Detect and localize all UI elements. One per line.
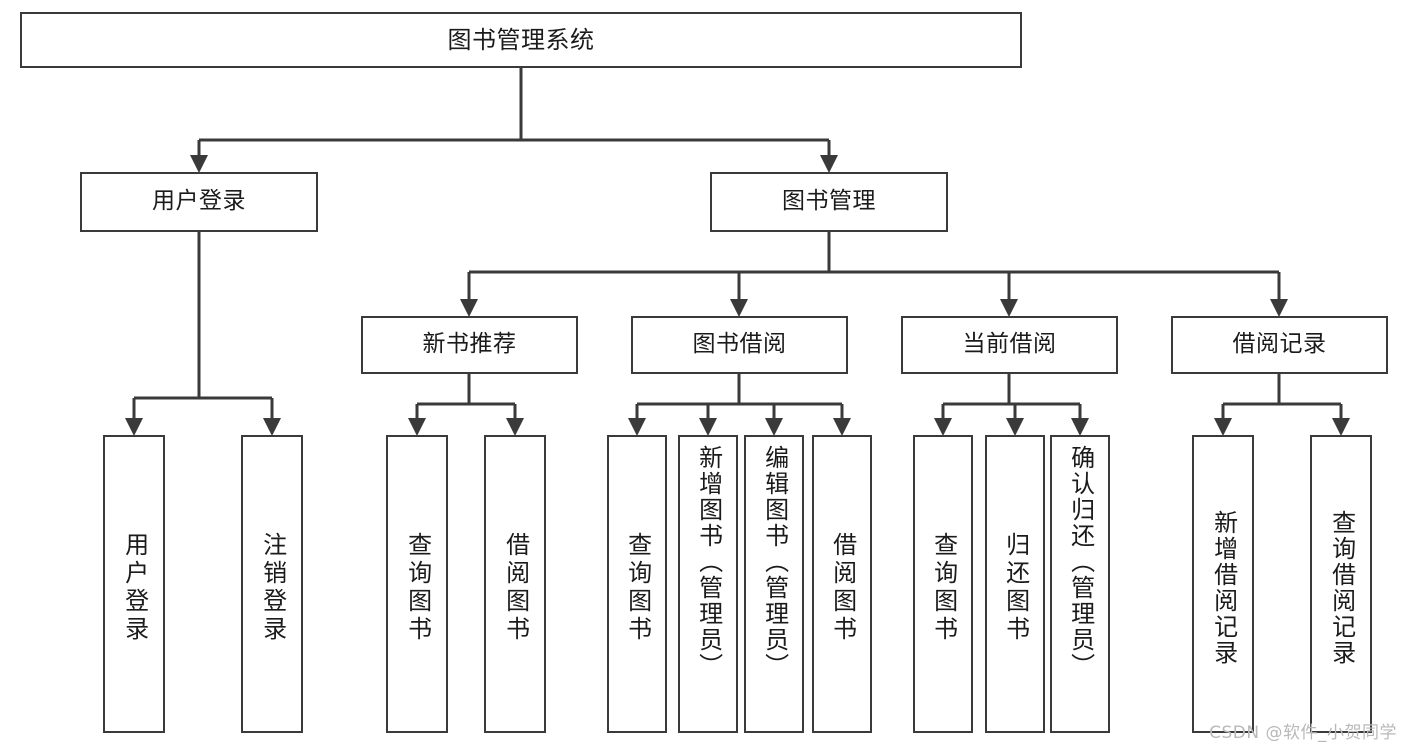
node-leaf-query-book-borrow-label: 查询图书 <box>623 532 652 644</box>
node-leaf-edit-book[interactable]: 编辑图书（管理员） <box>744 435 804 733</box>
node-leaf-query-book-recommend-label: 查询图书 <box>403 532 432 644</box>
node-leaf-confirm-return-label: 确认归还（管理员） <box>1066 445 1095 679</box>
node-leaf-query-book-current-label: 查询图书 <box>929 532 958 644</box>
node-leaf-add-borrow-record-label: 新增借阅记录 <box>1209 510 1238 666</box>
csdn-watermark: CSDN @软件_小贺同学 <box>1209 723 1397 743</box>
node-book-management[interactable]: 图书管理 <box>710 172 948 232</box>
node-leaf-query-book-recommend[interactable]: 查询图书 <box>386 435 448 733</box>
node-leaf-return-book[interactable]: 归还图书 <box>985 435 1045 733</box>
node-new-book-recommend[interactable]: 新书推荐 <box>361 316 578 374</box>
node-leaf-query-book-borrow[interactable]: 查询图书 <box>607 435 667 733</box>
node-borrow-record[interactable]: 借阅记录 <box>1171 316 1388 374</box>
node-user-login-label: 用户登录 <box>152 188 246 215</box>
node-leaf-borrow-book-label: 借阅图书 <box>828 532 857 644</box>
node-user-login[interactable]: 用户登录 <box>80 172 318 232</box>
node-leaf-logout[interactable]: 注销登录 <box>241 435 303 733</box>
node-root[interactable]: 图书管理系统 <box>20 12 1022 68</box>
node-leaf-user-login-label: 用户登录 <box>120 532 149 644</box>
node-root-label: 图书管理系统 <box>447 25 595 54</box>
node-book-management-label: 图书管理 <box>782 188 876 215</box>
node-leaf-add-borrow-record[interactable]: 新增借阅记录 <box>1192 435 1254 733</box>
node-leaf-borrow-book[interactable]: 借阅图书 <box>812 435 872 733</box>
node-leaf-confirm-return[interactable]: 确认归还（管理员） <box>1050 435 1110 733</box>
node-leaf-borrow-book-recommend-label: 借阅图书 <box>501 532 530 644</box>
node-borrow-record-label: 借阅记录 <box>1232 331 1327 358</box>
node-leaf-borrow-book-recommend[interactable]: 借阅图书 <box>484 435 546 733</box>
node-leaf-add-book-label: 新增图书（管理员） <box>694 445 723 679</box>
node-book-borrow[interactable]: 图书借阅 <box>631 316 848 374</box>
node-leaf-add-book[interactable]: 新增图书（管理员） <box>678 435 738 733</box>
node-current-borrow[interactable]: 当前借阅 <box>901 316 1118 374</box>
node-leaf-edit-book-label: 编辑图书（管理员） <box>760 445 789 679</box>
node-leaf-return-book-label: 归还图书 <box>1001 532 1030 644</box>
node-leaf-logout-label: 注销登录 <box>258 532 287 644</box>
node-leaf-user-login[interactable]: 用户登录 <box>103 435 165 733</box>
node-current-borrow-label: 当前借阅 <box>962 331 1057 358</box>
node-new-book-recommend-label: 新书推荐 <box>422 331 517 358</box>
node-leaf-query-borrow-record[interactable]: 查询借阅记录 <box>1310 435 1372 733</box>
node-leaf-query-borrow-record-label: 查询借阅记录 <box>1327 510 1356 666</box>
node-book-borrow-label: 图书借阅 <box>692 331 787 358</box>
node-leaf-query-book-current[interactable]: 查询图书 <box>913 435 973 733</box>
